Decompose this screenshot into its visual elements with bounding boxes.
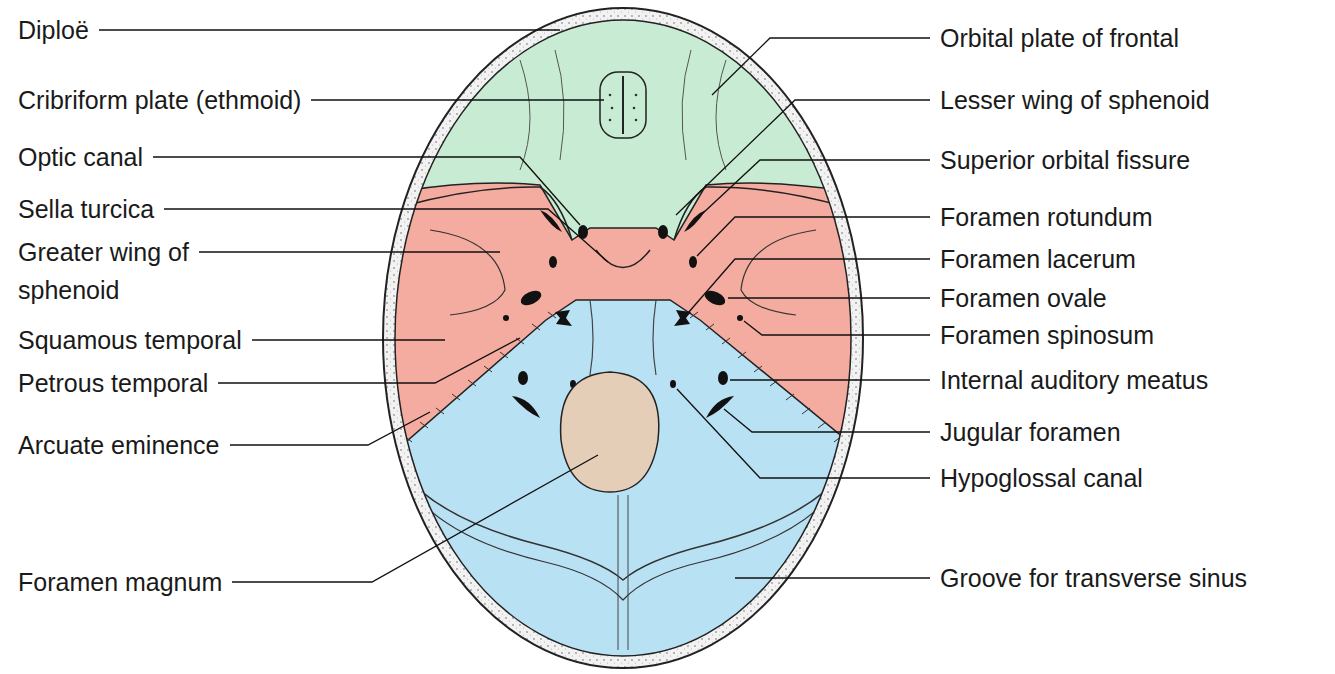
- crista-galli: [622, 76, 624, 134]
- foramen-magnum: [561, 372, 659, 492]
- leader-line: [232, 455, 598, 582]
- leader-line: [230, 412, 430, 445]
- part-label: Greater wing of sphenoid: [18, 233, 193, 309]
- transverse-sinus-groove: [410, 490, 836, 600]
- part-label: Petrous temporal: [18, 368, 208, 398]
- part-label: Squamous temporal: [18, 325, 242, 355]
- leader-line: [697, 217, 930, 256]
- leader-line: [735, 577, 930, 578]
- part-label: Groove for transverse sinus: [940, 563, 1247, 593]
- part-label: Cribriform plate (ethmoid): [18, 85, 301, 115]
- lesser-wing-edge: [390, 187, 856, 240]
- part-label: Optic canal: [18, 142, 143, 172]
- leader-line: [164, 209, 608, 262]
- part-label: Foramen ovale: [940, 283, 1107, 313]
- leader-line: [712, 38, 930, 95]
- skull-inner: [395, 20, 851, 656]
- part-label: Diploë: [18, 15, 89, 45]
- leader-line: [744, 321, 930, 335]
- leader-line: [724, 409, 930, 432]
- part-label: Hypoglossal canal: [940, 463, 1143, 493]
- part-label: Superior orbital fissure: [940, 145, 1190, 175]
- leader-line: [153, 157, 580, 225]
- leader-line: [99, 29, 560, 30]
- part-label: Sella turcica: [18, 194, 154, 224]
- leader-line: [218, 338, 520, 383]
- leader-line: [702, 160, 930, 214]
- part-label: Internal auditory meatus: [940, 365, 1208, 395]
- cribriform-holes: [609, 94, 638, 122]
- part-label: Jugular foramen: [940, 417, 1121, 447]
- cribriform-plate: [600, 72, 646, 138]
- leader-line: [311, 99, 604, 100]
- leader-line: [676, 100, 930, 215]
- leader-line: [252, 339, 445, 340]
- orbital-ridges: [520, 50, 726, 170]
- posterior-fossa: [380, 0, 880, 674]
- clivus: [590, 300, 656, 375]
- leader-line: [199, 251, 500, 252]
- part-label: Foramen rotundum: [940, 202, 1153, 232]
- leader-line: [730, 379, 930, 380]
- part-label: Foramen lacerum: [940, 244, 1136, 274]
- part-label: Orbital plate of frontal: [940, 23, 1179, 53]
- part-label: Arcuate eminence: [18, 430, 220, 460]
- part-label: Foramen magnum: [18, 567, 222, 597]
- leader-line: [677, 389, 930, 478]
- part-label: Foramen spinosum: [940, 320, 1154, 350]
- part-label: Lesser wing of sphenoid: [940, 85, 1210, 115]
- leader-line: [728, 297, 930, 298]
- internal-occipital-crest: [618, 495, 628, 650]
- leader-line: [688, 259, 930, 313]
- fossa-contour: [430, 230, 816, 315]
